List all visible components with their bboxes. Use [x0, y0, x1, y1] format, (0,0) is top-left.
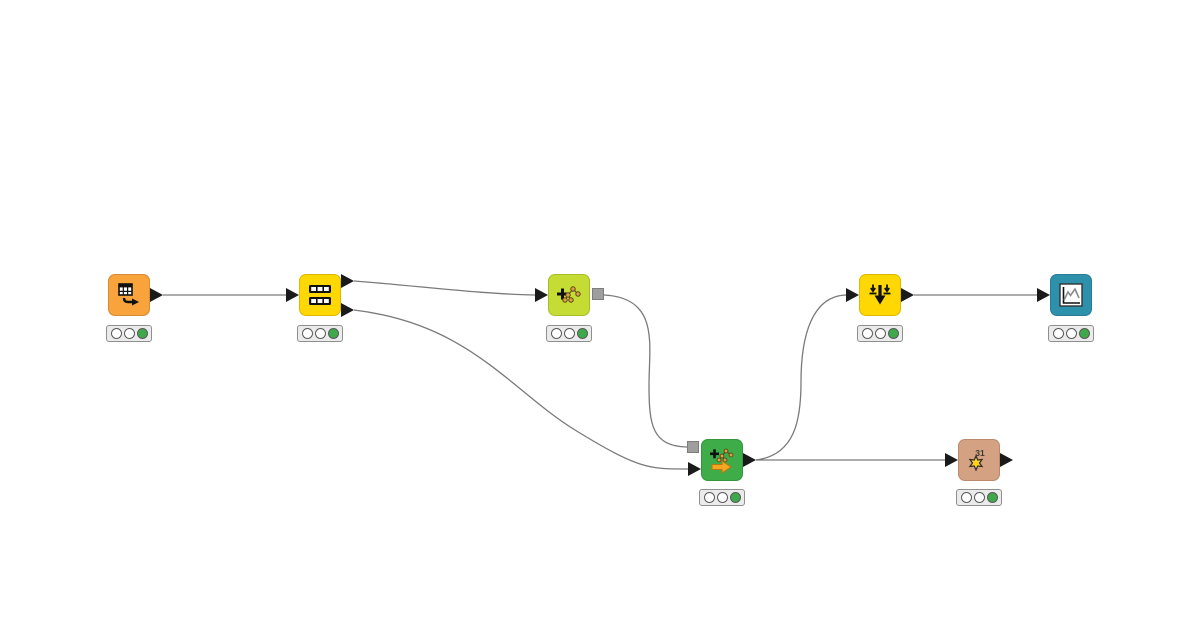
node-decision-tree-predictor[interactable]: [687, 439, 756, 481]
connection-learner-predictor-model[interactable]: [603, 294, 688, 448]
input-port[interactable]: [945, 453, 958, 467]
output-port-top[interactable]: [341, 274, 354, 288]
output-port[interactable]: [901, 288, 914, 302]
node-table-creator[interactable]: [108, 274, 163, 316]
status-traffic-light: [1048, 325, 1094, 342]
input-port[interactable]: [1037, 288, 1050, 302]
output-port[interactable]: [1000, 453, 1013, 467]
status-dot-executed: [986, 492, 998, 503]
status-dot-configured: [973, 492, 985, 503]
table-creator-icon: [118, 283, 139, 306]
decision-tree-predictor-icon: [710, 448, 734, 474]
node-decision-tree-learner[interactable]: [535, 274, 604, 316]
data-input-port[interactable]: [688, 462, 701, 476]
status-dot-configured: [1065, 328, 1077, 339]
status-dot-executed: [576, 328, 588, 339]
status-dot-idle: [301, 328, 313, 339]
status-dot-executed: [136, 328, 148, 339]
input-port[interactable]: [286, 288, 299, 302]
status-dot-executed: [887, 328, 899, 339]
connection-predictor-sorter[interactable]: [755, 294, 847, 461]
scorer-icon-number: 31: [975, 448, 985, 458]
status-dot-idle: [550, 328, 562, 339]
status-dot-idle: [703, 492, 715, 503]
star-shape: [968, 454, 984, 472]
status-dot-executed: [1078, 328, 1090, 339]
status-dot-configured: [123, 328, 135, 339]
status-dot-executed: [729, 492, 741, 503]
status-dot-configured: [563, 328, 575, 339]
status-dot-idle: [110, 328, 122, 339]
connection-partitioning-predictor[interactable]: [353, 309, 689, 470]
status-dot-configured: [716, 492, 728, 503]
partitioning-icon: [309, 285, 331, 305]
sorter-icon: [869, 284, 891, 305]
input-port[interactable]: [535, 288, 548, 302]
status-dot-executed: [327, 328, 339, 339]
status-dot-configured: [874, 328, 886, 339]
node-sorter[interactable]: [846, 274, 914, 316]
status-dot-idle: [1052, 328, 1064, 339]
model-output-port[interactable]: [592, 288, 604, 300]
node-line-plot[interactable]: [1037, 274, 1092, 316]
output-port-bottom[interactable]: [341, 303, 354, 317]
status-traffic-light: [956, 489, 1002, 506]
node-scorer[interactable]: 31: [945, 439, 1013, 481]
line-plot-icon: [1059, 283, 1083, 307]
status-traffic-light: [546, 325, 592, 342]
input-port[interactable]: [846, 288, 859, 302]
status-traffic-light: [297, 325, 343, 342]
status-dot-idle: [960, 492, 972, 503]
status-traffic-light: [699, 489, 745, 506]
status-traffic-light: [857, 325, 903, 342]
node-partitioning[interactable]: [286, 274, 354, 317]
status-dot-configured: [314, 328, 326, 339]
status-traffic-light: [106, 325, 152, 342]
connection-partitioning-learner[interactable]: [353, 280, 536, 296]
decision-tree-learner-icon: [557, 286, 581, 303]
output-port[interactable]: [150, 288, 163, 302]
model-input-port[interactable]: [687, 441, 699, 453]
status-dot-idle: [861, 328, 873, 339]
scorer-icon: 31: [968, 448, 985, 472]
output-port[interactable]: [743, 453, 756, 467]
